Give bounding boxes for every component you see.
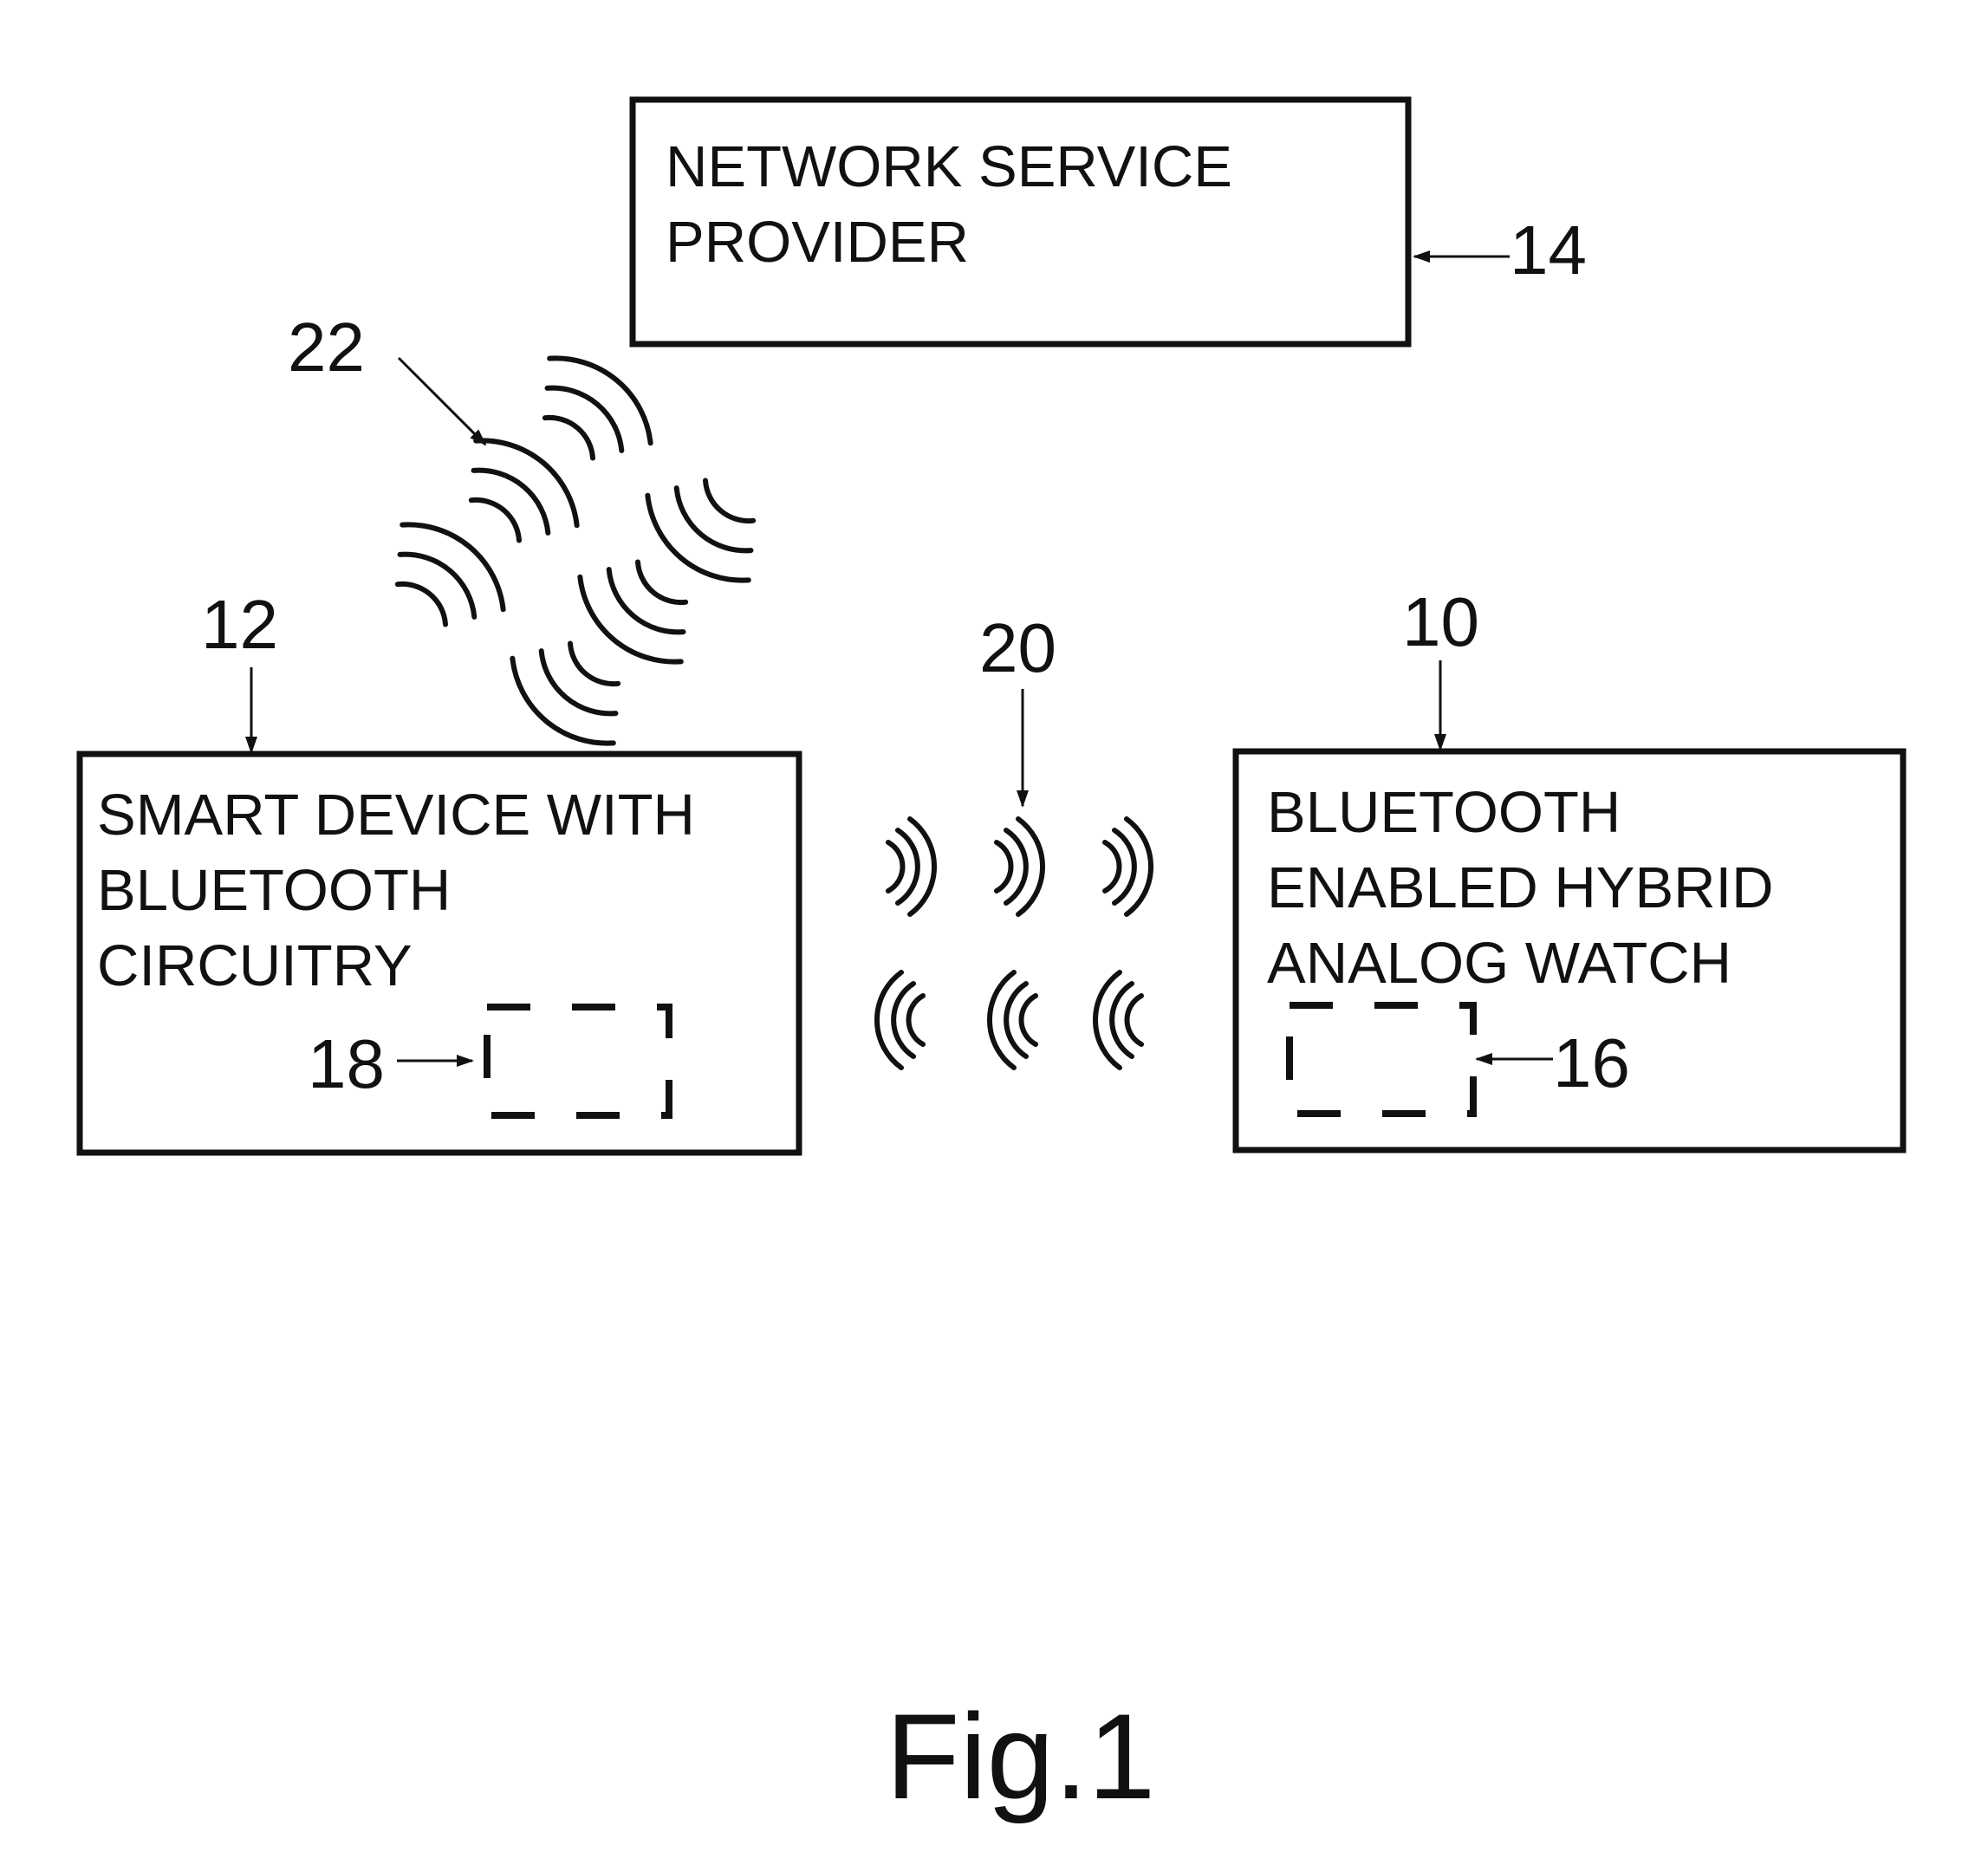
bt-forward-wave-3 — [1105, 819, 1151, 914]
ref-14-label: 14 — [1510, 211, 1587, 289]
figure-caption: Fig.1 — [886, 1688, 1155, 1824]
ref-16-label: 16 — [1553, 1024, 1630, 1101]
bt-return-wave-3 — [1095, 972, 1141, 1068]
ref-22-leader — [399, 358, 485, 445]
downlink-wave-1 — [631, 458, 780, 601]
downlink-wave-3 — [496, 621, 645, 764]
bt-return-wave-1 — [877, 972, 923, 1068]
watch-circuit-dashed-box — [1290, 1005, 1473, 1114]
bt-forward-wave-2 — [997, 819, 1043, 914]
smart-device-line-3: CIRCUITRY — [97, 933, 413, 998]
ref-12-label: 12 — [201, 586, 278, 663]
bt-return-wave-2 — [990, 972, 1036, 1068]
watch-line-1: BLUETOOTH — [1267, 780, 1621, 845]
watch-line-2: ENABLED HYBRID — [1267, 855, 1774, 920]
ref-22-label: 22 — [288, 309, 365, 386]
smart-device-circuit-dashed-box — [487, 1007, 669, 1115]
ref-18-label: 18 — [308, 1025, 385, 1102]
smart-device-block: SMART DEVICE WITH BLUETOOTH CIRCUITRY — [80, 754, 799, 1153]
watch-line-3: ANALOG WATCH — [1267, 931, 1731, 996]
ref-20-label: 20 — [979, 609, 1056, 686]
network-box-line-1: NETWORK SERVICE — [666, 134, 1232, 199]
uplink-wave-2 — [445, 420, 594, 562]
cellular-signal-waves — [371, 338, 780, 764]
bt-forward-wave-1 — [888, 819, 934, 914]
bluetooth-signal-waves — [877, 819, 1151, 1068]
uplink-wave-1 — [371, 504, 520, 647]
network-box-line-2: PROVIDER — [666, 210, 969, 275]
network-service-provider-block: NETWORK SERVICE PROVIDER — [633, 100, 1408, 344]
smart-device-line-1: SMART DEVICE WITH — [97, 783, 695, 848]
downlink-wave-2 — [563, 540, 712, 682]
smart-device-line-2: BLUETOOTH — [97, 858, 451, 923]
ref-10-label: 10 — [1402, 583, 1479, 660]
